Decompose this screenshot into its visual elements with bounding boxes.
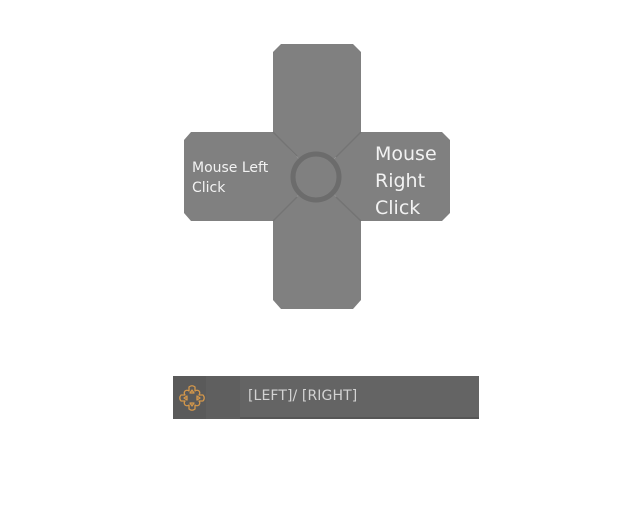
dpad-center-ring: [290, 151, 342, 203]
dpad-seams: [272, 131, 362, 222]
hint-icon-divider: [206, 376, 240, 419]
hint-icon-box: [173, 376, 240, 419]
dpad-left-button[interactable]: [184, 132, 316, 221]
radial-dpad: Mouse Left Click Mouse Right Click: [184, 44, 450, 309]
dpad-left-label: Mouse Left Click: [192, 160, 269, 196]
control-hint-bar: [LEFT]/ [RIGHT]: [173, 376, 479, 419]
dpad-right-label: Mouse Right Click: [375, 143, 437, 219]
controller-dpad-icon: [179, 385, 205, 411]
dpad-down-button[interactable]: [273, 177, 361, 309]
hint-text: [LEFT]/ [RIGHT]: [248, 388, 358, 404]
dpad-right-button[interactable]: [316, 132, 450, 221]
dpad-shape: [184, 44, 450, 309]
dpad-up-button[interactable]: [273, 44, 361, 177]
